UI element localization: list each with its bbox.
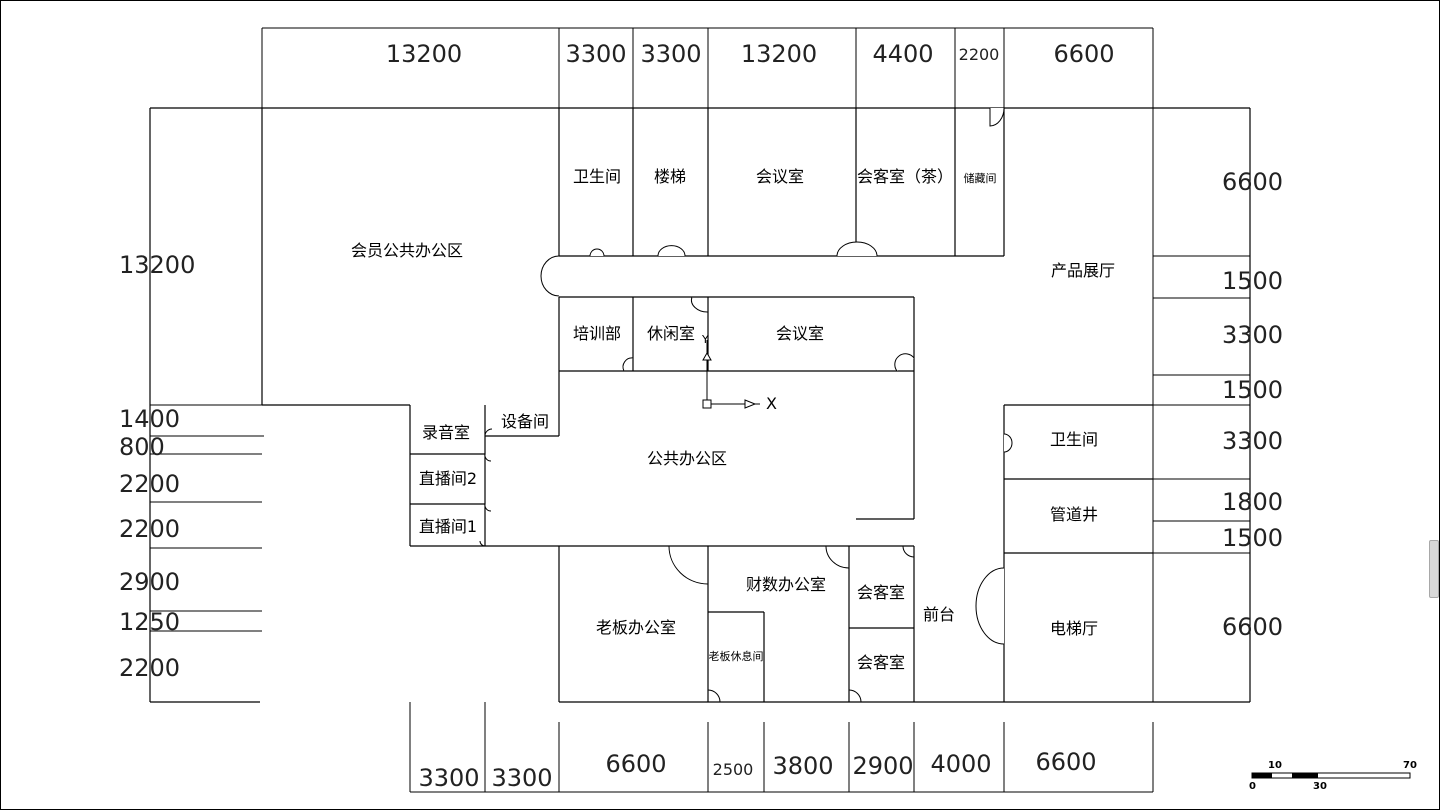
ucs-y-label: Y xyxy=(701,333,709,346)
room-meeting-top: 会议室 xyxy=(756,167,804,186)
top-dimension-band xyxy=(261,27,1154,108)
interior-walls xyxy=(261,108,1153,702)
bottom-dimension-labels: 3300 3300 6600 2500 3800 2900 4000 6600 xyxy=(418,748,1096,792)
room-training: 培训部 xyxy=(573,324,621,343)
room-wc-right: 卫生间 xyxy=(1050,430,1098,449)
top-dimension-labels: 13200 3300 3300 13200 4400 2200 6600 xyxy=(386,40,1115,68)
room-equipment: 设备间 xyxy=(501,412,549,431)
dim-top-3: 3300 xyxy=(640,40,701,68)
bottom-dimension-band xyxy=(409,702,1154,793)
room-reception-a: 会客室 xyxy=(857,583,905,602)
room-product-hall: 产品展厅 xyxy=(1051,261,1115,280)
room-finance: 财数办公室 xyxy=(746,575,826,594)
dim-right-5: 3300 xyxy=(1222,427,1283,455)
room-live-1: 直播间1 xyxy=(419,517,477,536)
dim-left-8: 2200 xyxy=(119,654,180,682)
dim-right-6: 1800 xyxy=(1222,488,1283,516)
ucs-x-label: X xyxy=(766,394,777,413)
dim-top-1: 13200 xyxy=(386,40,462,68)
dim-bottom-6: 2900 xyxy=(852,752,913,780)
dim-top-6: 2200 xyxy=(959,45,1000,64)
room-stairs: 楼梯 xyxy=(654,167,686,186)
dim-bottom-2: 3300 xyxy=(491,764,552,792)
room-lounge: 休闲室 xyxy=(647,324,695,343)
room-front-desk: 前台 xyxy=(923,605,955,624)
ucs-icon xyxy=(702,340,760,409)
dim-top-2: 3300 xyxy=(565,40,626,68)
left-dimension-lines xyxy=(150,404,410,632)
room-boss-rest: 老板休息间 xyxy=(709,649,764,663)
room-reception-tea: 会客室（茶） xyxy=(857,167,953,186)
dim-top-7: 6600 xyxy=(1053,40,1114,68)
dim-bottom-8: 6600 xyxy=(1035,748,1096,776)
door-arcs xyxy=(479,107,1013,703)
dim-right-7: 1500 xyxy=(1222,524,1283,552)
room-member-office: 会员公共办公区 xyxy=(351,241,463,260)
dim-right-3: 3300 xyxy=(1222,321,1283,349)
dim-right-2: 1500 xyxy=(1222,267,1283,295)
room-reception-b: 会客室 xyxy=(857,653,905,672)
dim-top-4: 13200 xyxy=(741,40,817,68)
scale-label-30: 30 xyxy=(1313,781,1327,792)
room-boss-office: 老板办公室 xyxy=(596,618,676,637)
dim-bottom-1: 3300 xyxy=(418,764,479,792)
dim-left-4: 2200 xyxy=(119,470,180,498)
dim-bottom-3: 6600 xyxy=(605,750,666,778)
dim-right-1: 6600 xyxy=(1222,168,1283,196)
dim-right-8: 6600 xyxy=(1222,613,1283,641)
room-recording: 录音室 xyxy=(422,423,470,442)
dim-left-1: 13200 xyxy=(119,251,195,279)
dim-bottom-5: 3800 xyxy=(772,752,833,780)
room-live-2: 直播间2 xyxy=(419,469,477,488)
room-wc-top: 卫生间 xyxy=(573,167,621,186)
dim-bottom-7: 4000 xyxy=(930,750,991,778)
outer-walls xyxy=(149,107,1251,703)
room-meeting-mid: 会议室 xyxy=(776,324,824,343)
scale-label-70: 70 xyxy=(1403,760,1417,771)
room-elevator-hall: 电梯厅 xyxy=(1050,619,1098,638)
scroll-handle[interactable] xyxy=(1429,540,1439,598)
dim-top-5: 4400 xyxy=(872,40,933,68)
right-dimension-labels: 6600 1500 3300 1500 3300 1800 1500 6600 xyxy=(1222,168,1283,641)
dim-left-2: 1400 xyxy=(119,405,180,433)
room-labels: 会员公共办公区 卫生间 楼梯 会议室 会客室（茶） 储藏间 产品展厅 培训部 休… xyxy=(351,167,1115,672)
dim-left-6: 2900 xyxy=(119,568,180,596)
dim-left-7: 1250 xyxy=(119,608,180,636)
dim-left-3: 800 xyxy=(119,433,165,461)
left-dimension-labels: 13200 1400 800 2200 2200 2900 1250 2200 xyxy=(119,251,195,682)
room-public-office: 公共办公区 xyxy=(647,449,727,468)
scale-label-0: 0 xyxy=(1249,781,1256,792)
dim-right-4: 1500 xyxy=(1222,376,1283,404)
scale-label-10: 10 xyxy=(1268,760,1282,771)
dim-bottom-4: 2500 xyxy=(713,760,754,779)
dim-left-5: 2200 xyxy=(119,515,180,543)
room-storage: 储藏间 xyxy=(964,171,997,185)
room-pipe-shaft: 管道井 xyxy=(1050,505,1098,524)
scale-bar: 10 70 0 30 xyxy=(1249,760,1417,792)
